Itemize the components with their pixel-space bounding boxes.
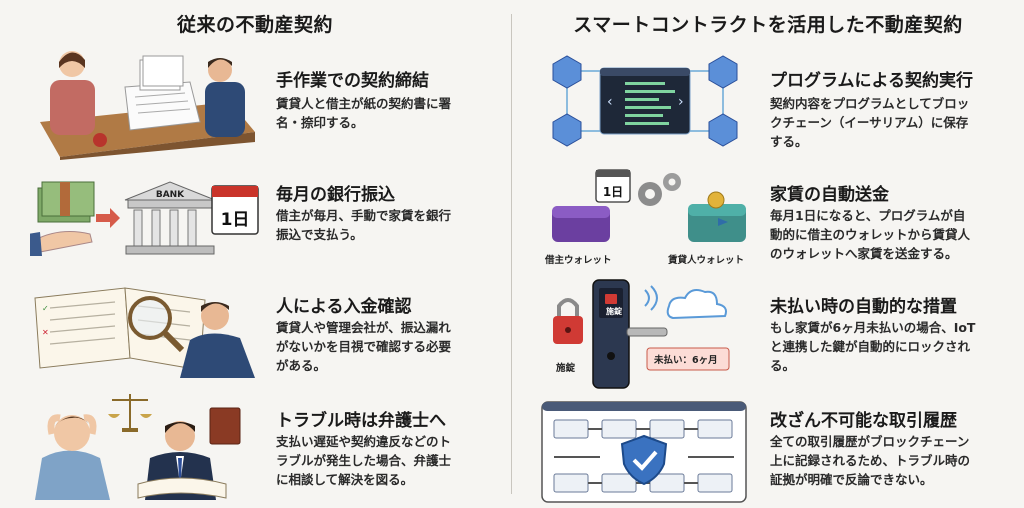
bank-sign-text: BANK	[156, 190, 185, 200]
left-column-title: 従来の不動産契約	[176, 14, 333, 36]
lock-tag-label: 施錠	[606, 307, 622, 316]
contract-signing-illustration	[30, 42, 260, 164]
svg-text:✓: ✓	[42, 304, 49, 313]
right-item-3-heading: 未払い時の自動的な措置	[770, 297, 957, 317]
auto-transfer-illustration: 1日	[540, 166, 760, 250]
iot-lock-illustration	[545, 276, 745, 396]
immutable-ledger-illustration	[540, 400, 750, 508]
right-item-2-heading: 家賃の自動送金	[770, 185, 889, 205]
svg-text:‹: ‹	[607, 94, 613, 110]
left-item-2-desc: 借主が毎月、手動で家賃を銀行 振込で支払う。	[276, 208, 452, 242]
left-item-4-desc: 支払い遅延や契約違反などのト ラブルが発生した場合、弁護士 に相談して解決を図る…	[276, 434, 452, 487]
right-item-1-desc: 契約内容をプログラムとしてブロッ クチェーン（イーサリアム）に保存 する。	[770, 96, 970, 149]
right-column-title: スマートコントラクトを活用した不動産契約	[573, 14, 963, 36]
right-item-4-heading: 改ざん不可能な取引履歴	[770, 411, 957, 431]
svg-text:✕: ✕	[42, 328, 49, 337]
left-item-1-heading: 手作業での契約締結	[276, 71, 429, 91]
left-item-2-heading: 毎月の銀行振込	[276, 185, 395, 205]
borrower-wallet-label: 借主ウォレット	[545, 255, 612, 266]
smart-contract-code-illustration: ‹ ›	[545, 46, 745, 160]
bank-transfer-illustration: BANK 1日	[28, 172, 260, 266]
lawyer-illustration	[30, 388, 260, 504]
lender-wallet-label: 賃貸人ウォレット	[668, 255, 745, 266]
manual-check-illustration: ✓ ✕	[30, 278, 260, 382]
left-item-1-desc: 賃貸人と借主が紙の契約書に署 名・捺印する。	[276, 96, 452, 130]
left-item-4-heading: トラブル時は弁護士へ	[276, 411, 446, 431]
right-item-1-heading: プログラムによる契約実行	[770, 71, 973, 91]
column-divider	[511, 14, 512, 494]
right-item-2-desc: 毎月1日になると、プログラムが自 動的に借主のウォレットから賃貸人 のウォレット…	[770, 208, 971, 261]
right-calendar-text: 1日	[603, 185, 623, 199]
left-item-3-heading: 人による入金確認	[276, 297, 412, 317]
right-item-3-desc: もし家賃が6ヶ月未払いの場合、IoT と連携した鍵が自動的にロックされ る。	[770, 320, 976, 373]
svg-text:›: ›	[678, 94, 684, 110]
lock-label: 施錠	[556, 363, 576, 374]
unpaid-months-label: 未払い：6ヶ月	[654, 355, 718, 366]
right-item-4-desc: 全ての取引履歴がブロックチェーン 上に記録されるため、トラブル時の 証拠が明確で…	[770, 434, 971, 487]
left-calendar-text: 1日	[221, 210, 250, 230]
left-item-3-desc: 賃貸人や管理会社が、振込漏れ がないかを目視で確認する必要 がある。	[276, 320, 452, 373]
